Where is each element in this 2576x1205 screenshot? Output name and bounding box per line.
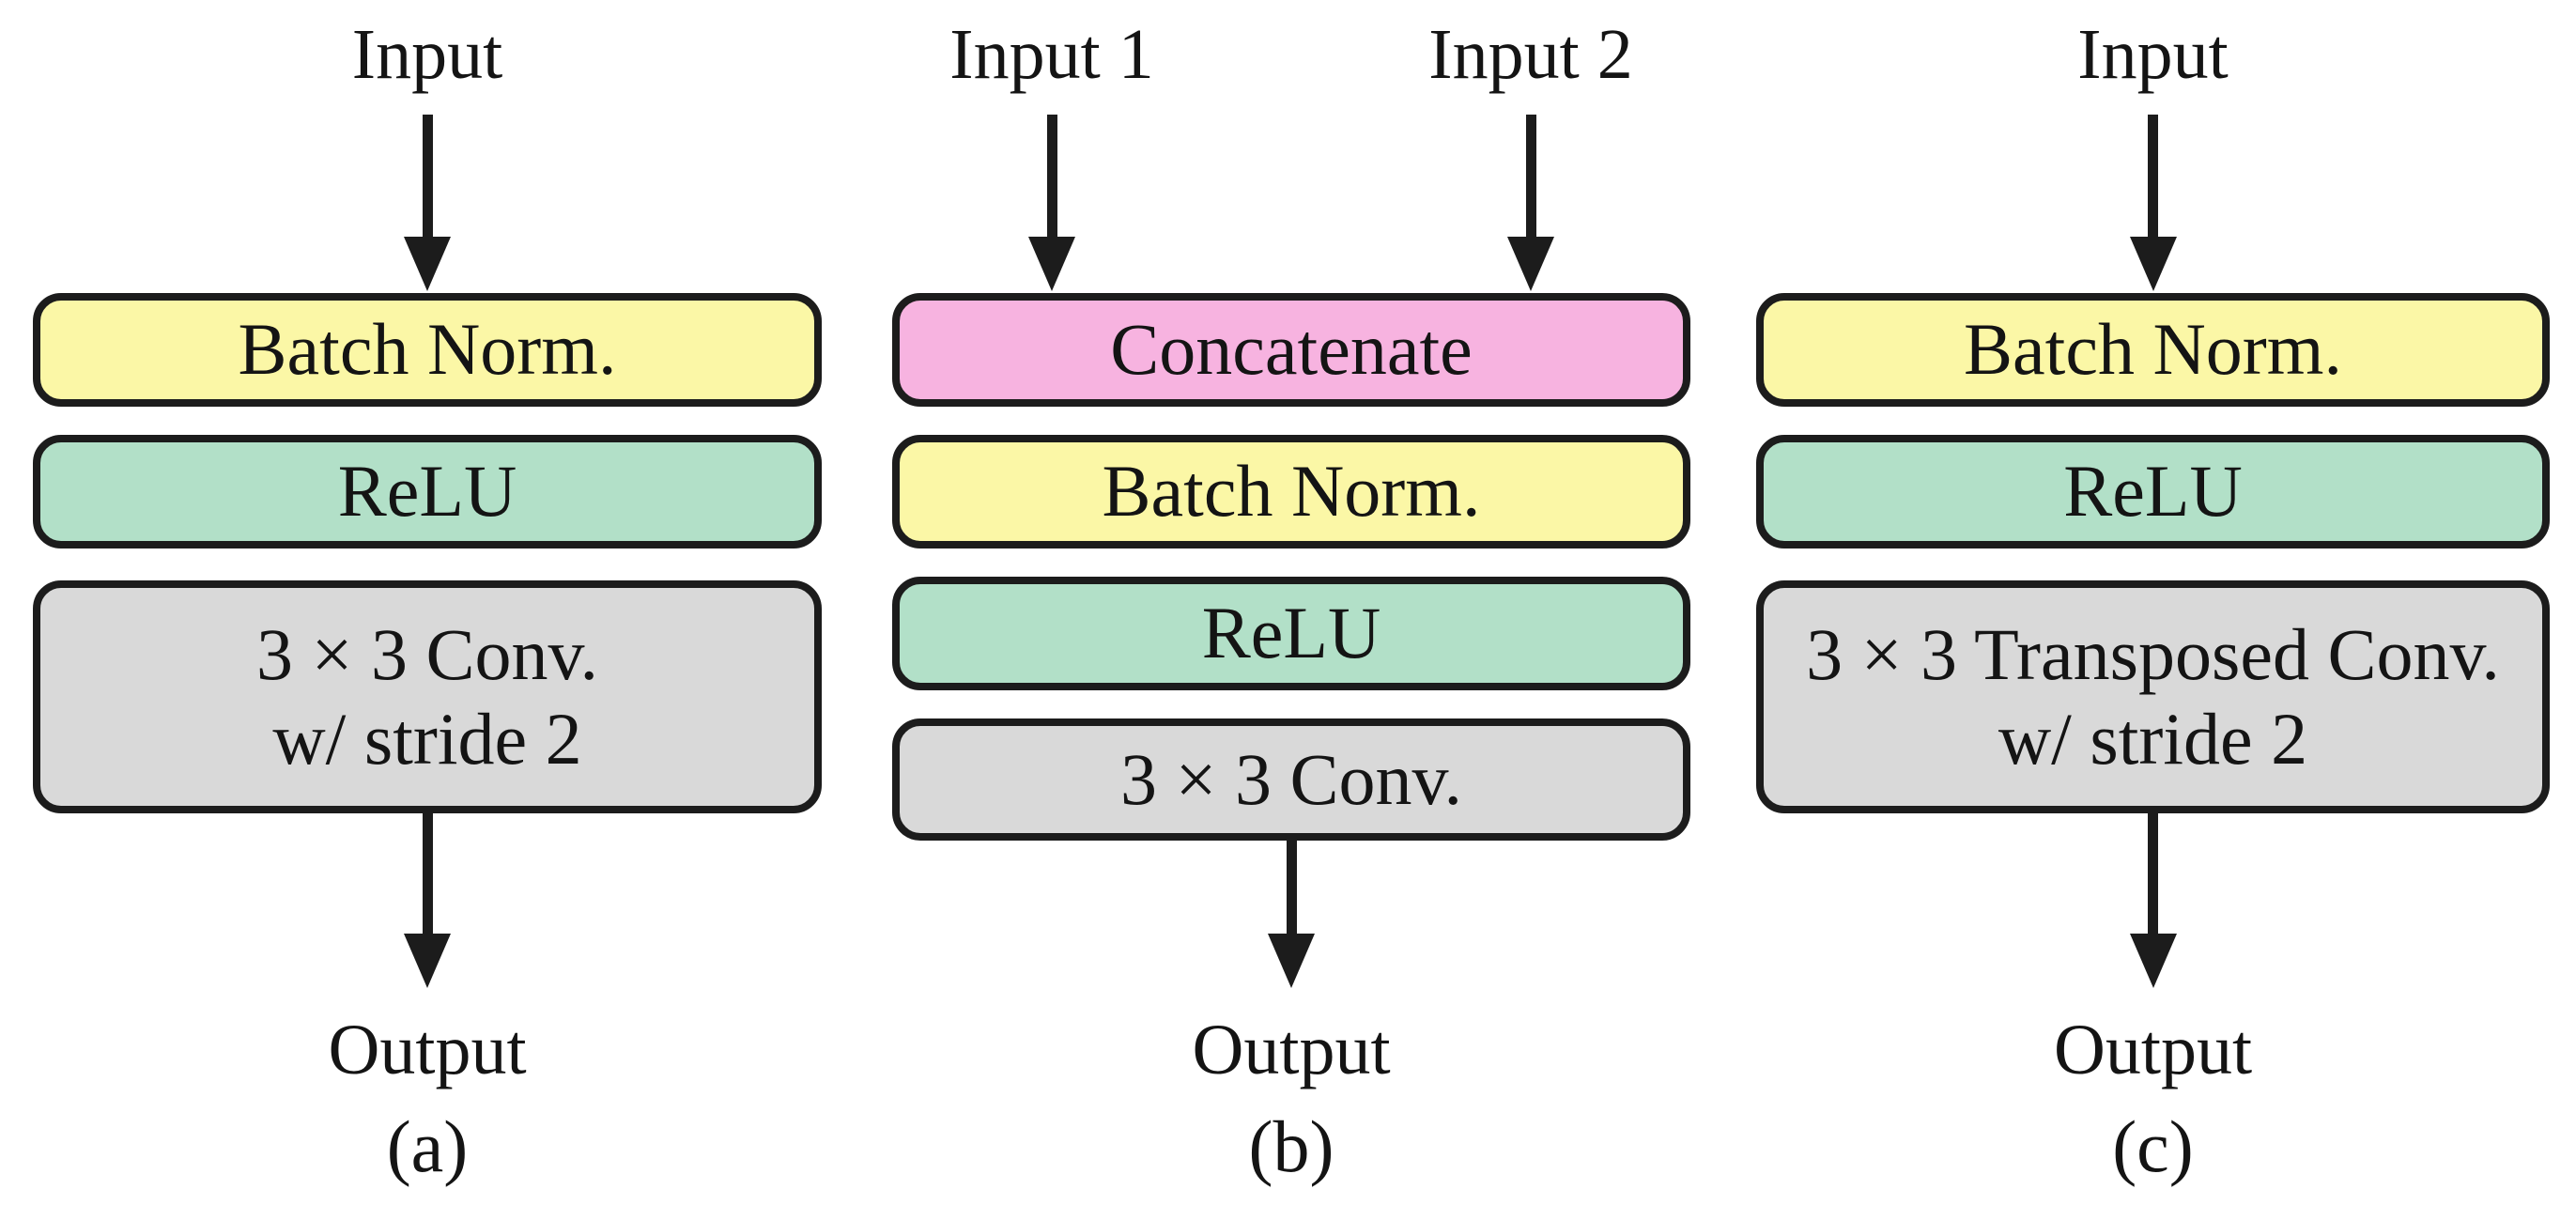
output-label: Output — [1192, 1011, 1391, 1089]
block-relu: ReLU — [892, 577, 1690, 690]
block-conv-stride-2: 3 × 3 Conv. w/ stride 2 — [33, 580, 822, 813]
block-conv: 3 × 3 Conv. — [892, 718, 1690, 841]
column-b: Input 1 Input 2 Concatenate Batch Norm. … — [892, 0, 1690, 1205]
subfigure-caption: (b) — [1248, 1105, 1334, 1187]
block-relu: ReLU — [33, 435, 822, 548]
block-label: ReLU — [2063, 450, 2243, 533]
arrow-down-icon — [2129, 813, 2177, 988]
input-2-label: Input 2 — [1428, 15, 1633, 94]
arrow-down-icon — [1268, 841, 1315, 988]
arrow-down-icon — [1507, 115, 1554, 291]
block-label: Batch Norm. — [238, 308, 617, 391]
arrow-down-icon — [404, 813, 451, 988]
block-concatenate: Concatenate — [892, 293, 1690, 407]
block-label: ReLU — [1201, 592, 1381, 674]
block-label: Concatenate — [1110, 308, 1473, 391]
block-label-line1: 3 × 3 Transposed Conv. — [1806, 612, 2500, 695]
block-label: Batch Norm. — [1102, 450, 1481, 533]
subfigure-caption: (a) — [386, 1105, 469, 1187]
block-batch-norm: Batch Norm. — [1756, 293, 2550, 407]
block-batch-norm: Batch Norm. — [892, 435, 1690, 548]
block-relu: ReLU — [1756, 435, 2550, 548]
block-label-line1: 3 × 3 Conv. — [256, 612, 598, 695]
block-label-line2: w/ stride 2 — [272, 698, 582, 780]
block-label: Batch Norm. — [1964, 308, 2342, 391]
output-label: Output — [328, 1011, 527, 1089]
block-transposed-conv-stride-2: 3 × 3 Transposed Conv. w/ stride 2 — [1756, 580, 2550, 813]
subfigure-caption: (c) — [2112, 1105, 2194, 1187]
output-label: Output — [2053, 1011, 2253, 1089]
block-label: 3 × 3 Conv. — [1120, 737, 1462, 820]
block-batch-norm: Batch Norm. — [33, 293, 822, 407]
block-label-line2: w/ stride 2 — [1998, 698, 2308, 780]
arrow-down-icon — [2129, 115, 2177, 291]
block-label: ReLU — [337, 450, 517, 533]
input-label: Input — [351, 15, 503, 94]
arrow-down-icon — [404, 115, 451, 291]
arrow-down-icon — [1028, 115, 1075, 291]
input-1-label: Input 1 — [949, 15, 1154, 94]
input-label: Input — [2077, 15, 2229, 94]
column-c: Input Batch Norm. ReLU 3 × 3 Transposed … — [1756, 0, 2550, 1205]
column-a: Input Batch Norm. ReLU 3 × 3 Conv. w/ st… — [33, 0, 822, 1205]
